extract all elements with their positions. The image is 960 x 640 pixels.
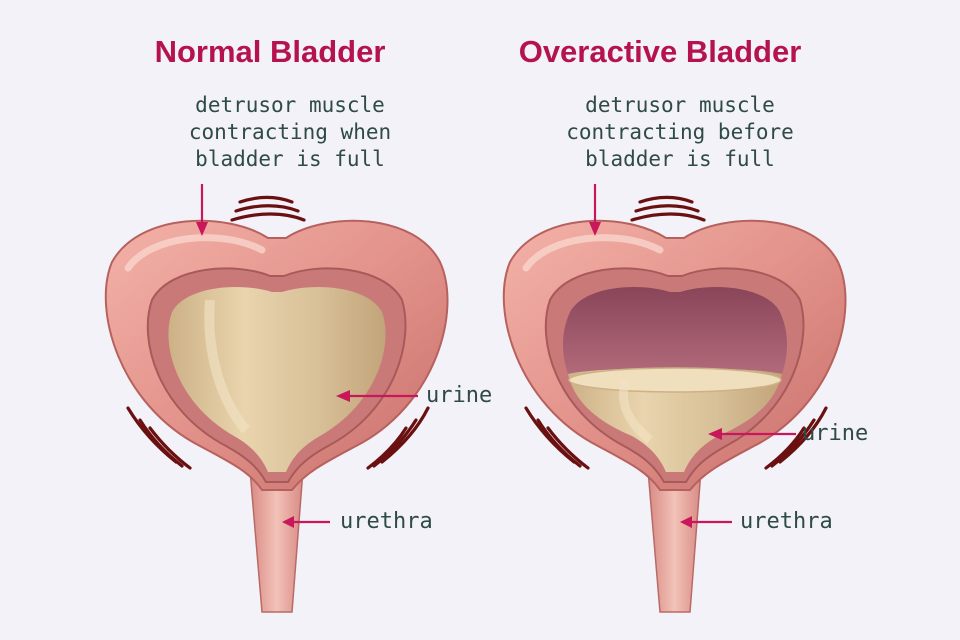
caption-line-1: detrusor muscle — [195, 93, 385, 117]
vibration-mark-right — [778, 406, 828, 464]
caption-line-1: detrusor muscle — [585, 93, 775, 117]
urethra-tube — [249, 469, 304, 613]
vibration-mark-top — [634, 204, 700, 213]
urethra-label: urethra — [740, 509, 833, 534]
vibration-mark-left — [536, 418, 582, 468]
vibration-mark-right — [380, 406, 430, 464]
vibration-mark-right — [764, 426, 806, 470]
urine-pointer-head — [708, 428, 722, 440]
urine-fill — [168, 286, 386, 472]
vibration-mark-top — [234, 204, 300, 213]
urine-highlight — [619, 378, 653, 444]
caption-line-2: contracting when — [189, 120, 391, 144]
vibration-mark-top — [230, 212, 306, 222]
panel-title: Overactive Bladder — [519, 34, 802, 69]
vibration-mark-top — [630, 212, 706, 222]
urine-label: urine — [802, 421, 868, 446]
urethra-tube — [647, 469, 702, 613]
vibration-mark-left — [546, 426, 590, 470]
vibration-mark-left — [148, 426, 192, 470]
panel-normal-bladder: Normal Bladder detrusor muscle contracti… — [104, 34, 492, 613]
wall-highlight — [522, 234, 664, 272]
urethra-label: urethra — [340, 509, 433, 534]
detrusor-pointer-head — [589, 222, 601, 236]
vibration-mark-top — [638, 195, 694, 204]
detrusor-pointer-head — [196, 222, 208, 236]
vibration-mark-right — [366, 426, 408, 470]
vibration-mark-right — [770, 418, 816, 468]
urine-label: urine — [426, 383, 492, 408]
vibration-mark-left — [138, 418, 184, 468]
empty-bladder-space — [563, 286, 787, 374]
urine-highlight — [204, 299, 250, 434]
urine-pointer-head — [336, 390, 350, 402]
caption-line-2: contracting before — [566, 120, 794, 144]
urethra-pointer-head — [282, 516, 294, 528]
panel-title: Normal Bladder — [155, 34, 386, 69]
panel-overactive-bladder: Overactive Bladder detrusor muscle contr… — [502, 34, 868, 613]
wall-highlight — [124, 234, 266, 272]
urethra-pointer-head — [680, 516, 692, 528]
urine-surface — [568, 367, 782, 393]
caption-line-3: bladder is full — [585, 147, 775, 171]
vibration-mark-top — [238, 195, 294, 204]
vibration-mark-right — [372, 418, 418, 468]
caption-line-3: bladder is full — [195, 147, 385, 171]
